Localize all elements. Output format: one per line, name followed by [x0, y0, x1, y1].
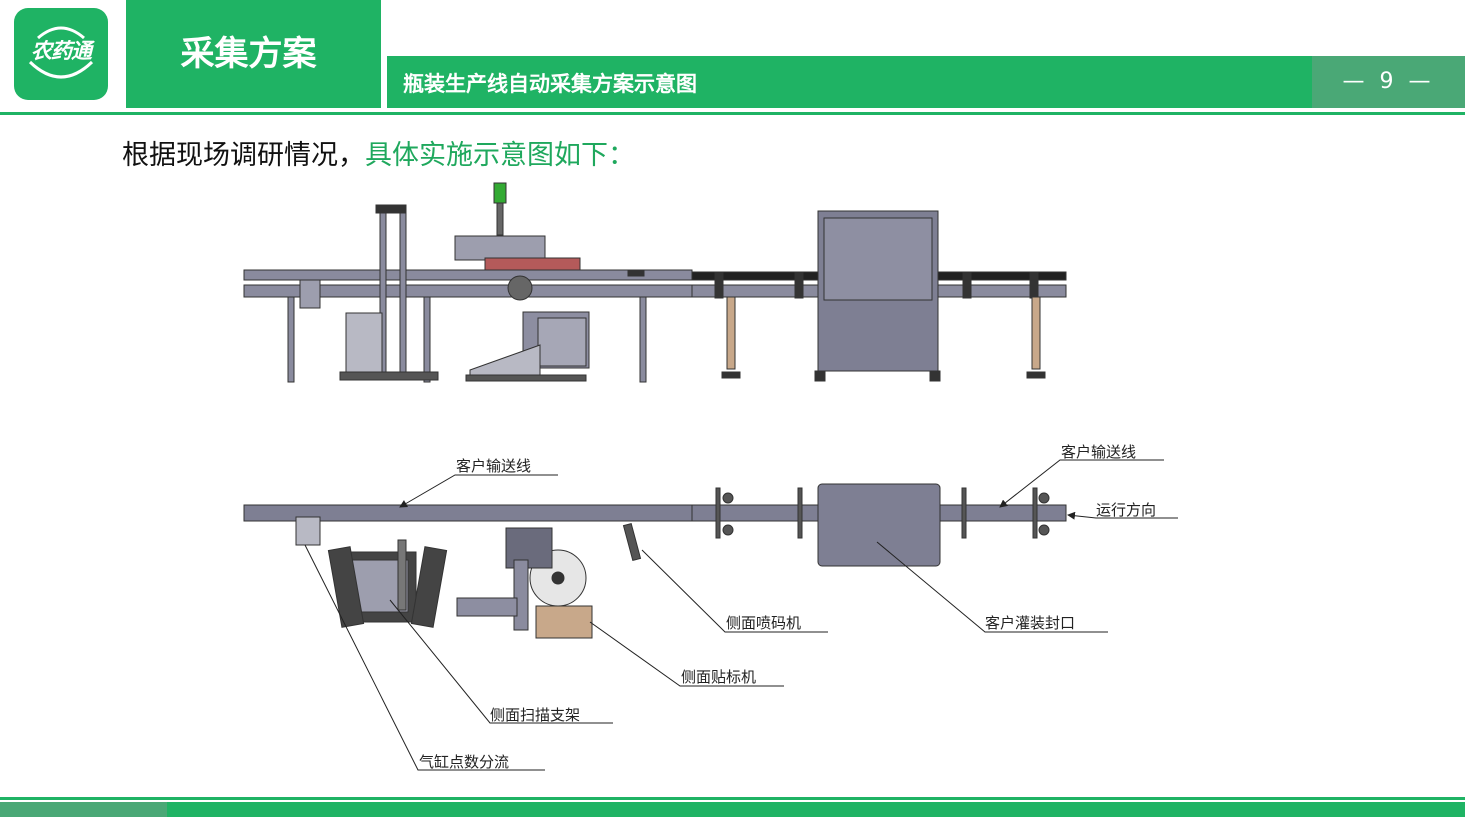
logo: 农药通: [14, 8, 108, 100]
label-customer-conveyor-left: 客户输送线: [456, 457, 531, 475]
page-number-box: — 9 —: [1312, 56, 1465, 108]
logo-swoosh-icon: [28, 26, 94, 79]
intro-highlight: 具体实施示意图如下：: [365, 140, 635, 171]
logo-text: 农药通: [31, 39, 92, 63]
intro-text: 根据现场调研情况，具体实施示意图如下：: [122, 133, 635, 172]
footer-divider: [0, 797, 1465, 800]
label-side-labeler: 侧面贴标机: [681, 668, 756, 686]
side-view: [243, 182, 1067, 383]
label-customer-conveyor-right: 客户输送线: [1061, 443, 1136, 461]
section-header: 采集方案: [126, 0, 381, 108]
label-customer-filling-sealing: 客户灌装封口: [985, 614, 1075, 632]
label-cylinder-counter-diverter: 气缸点数分流: [419, 753, 509, 771]
footer-accent: [0, 802, 167, 817]
footer-bar: [0, 802, 1465, 817]
label-side-scan-bracket: 侧面扫描支架: [490, 706, 580, 724]
slide-subtitle: 瓶装生产线自动采集方案示意图: [403, 72, 697, 96]
label-run-direction: 运行方向: [1096, 501, 1156, 519]
subtitle-bar: 瓶装生产线自动采集方案示意图: [387, 56, 1312, 108]
section-title: 采集方案: [180, 34, 317, 74]
header-divider: [0, 112, 1465, 115]
top-view: [243, 483, 1067, 639]
intro-plain: 根据现场调研情况，: [122, 140, 365, 171]
page-number: — 9 —: [1342, 69, 1435, 94]
label-side-inkjet: 侧面喷码机: [726, 614, 801, 632]
